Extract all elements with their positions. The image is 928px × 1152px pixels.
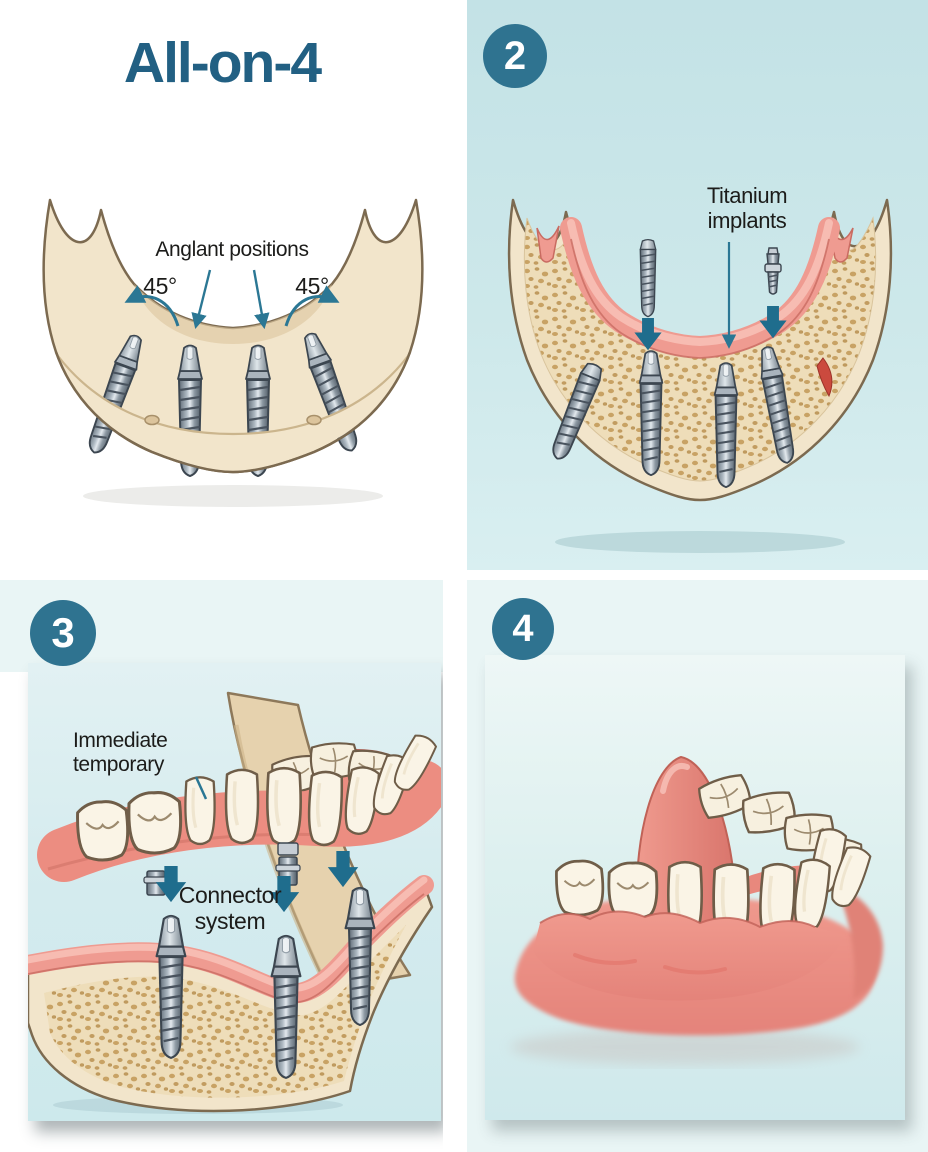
gum-ridge — [560, 217, 840, 359]
implant-positions-label: Anglant positions — [155, 238, 309, 261]
panel-step2: Titanium implants — [467, 0, 928, 570]
gum-front-margin — [533, 910, 845, 1001]
jaw-shadow — [83, 485, 383, 507]
jaw-implant-positions-diagram — [42, 198, 424, 507]
step4-card — [485, 655, 905, 1120]
mandible-front-ridge — [54, 351, 412, 474]
titanium-implants-label: Titanium implants — [706, 183, 788, 233]
label-arrow-icon — [194, 776, 208, 800]
floating-abutment — [764, 247, 782, 295]
prosthesis-placement-diagram — [28, 691, 441, 1114]
implant — [270, 934, 302, 1080]
panel-step3: Immediate temporary Connector system — [0, 580, 443, 1152]
nerve-canal — [816, 357, 833, 398]
panel-step4 — [467, 580, 928, 1152]
jaw-cross-section-diagram — [507, 198, 893, 553]
denture-front-segment — [37, 730, 441, 882]
step-badge-4: 4 — [492, 598, 554, 660]
denture-shadow — [510, 1029, 860, 1065]
step3-card: Immediate temporary Connector system — [28, 663, 441, 1121]
page-title: All-on-4 — [123, 31, 322, 95]
angle-right-label: 45° — [295, 273, 329, 299]
connector — [143, 870, 169, 896]
panel-step1: All-on-4 — [0, 0, 444, 570]
angle-arrow-icon — [124, 285, 340, 327]
connector-system-label: Connector system — [178, 882, 282, 934]
implant — [640, 351, 663, 475]
floating-implant — [640, 240, 655, 317]
immediate-temporary-label: Immediate temporary — [73, 729, 168, 776]
implant — [344, 886, 376, 1027]
step-badge-2: 2 — [483, 24, 547, 88]
step-badge-3: 3 — [30, 600, 96, 666]
implant — [715, 363, 738, 487]
implant — [155, 914, 187, 1060]
label-arrow-icon — [191, 269, 270, 330]
angle-left-label: 45° — [143, 273, 177, 299]
final-prosthesis-illustration — [510, 756, 883, 1065]
jaw-shadow — [555, 531, 845, 553]
